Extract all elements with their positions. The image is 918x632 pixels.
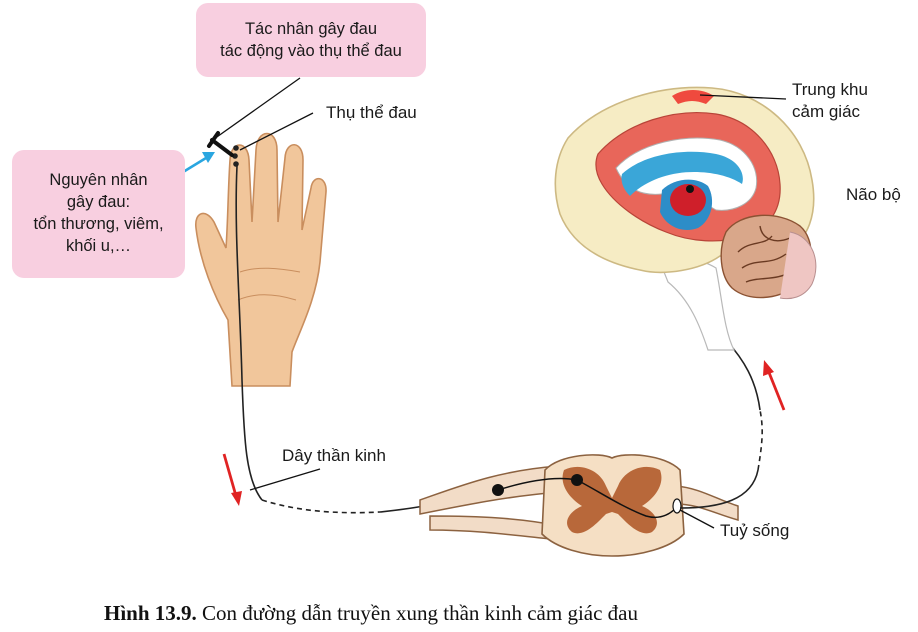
synapse-oval bbox=[672, 498, 682, 514]
descending-pain-arrow bbox=[222, 453, 242, 506]
ventricle bbox=[621, 151, 743, 196]
hand-illustration bbox=[195, 131, 327, 387]
palm-crease bbox=[237, 294, 297, 301]
pin-stimulus bbox=[210, 138, 234, 157]
ascending-nerve-line bbox=[679, 469, 759, 509]
receptor-label: Thụ thể đau bbox=[326, 103, 417, 122]
stimulus-leader-line bbox=[213, 77, 301, 140]
cause-box-line: Nguyên nhân bbox=[49, 171, 148, 189]
sensory-nerve-line bbox=[235, 165, 263, 501]
receptor-dot bbox=[233, 145, 239, 151]
brain-label: Não bộ bbox=[846, 185, 901, 204]
nerve-label: Dây thần kinh bbox=[282, 446, 386, 465]
ascending-pain-arrow bbox=[763, 360, 786, 411]
figure-number: Hình 13.9. bbox=[104, 601, 197, 625]
cause-box-line: khối u,… bbox=[65, 237, 132, 255]
spinal-cord-label: Tuỷ sống bbox=[720, 521, 790, 540]
cause-box-line: tổn thương, viêm, bbox=[33, 215, 164, 233]
spinal-cord-leader-line bbox=[679, 509, 715, 529]
pin-head bbox=[207, 131, 220, 148]
cause-box-line: gây đau: bbox=[66, 193, 131, 211]
right-root bbox=[675, 485, 739, 521]
receptor-dot bbox=[233, 161, 239, 167]
sensory-center-neuron bbox=[686, 185, 694, 193]
interneuron-path bbox=[497, 477, 677, 519]
sensory-center-cap bbox=[672, 90, 714, 104]
thalamus-core bbox=[670, 184, 706, 216]
ascending-nerve-dashed bbox=[757, 409, 763, 471]
dorsal-root bbox=[419, 465, 561, 515]
stimulus-box-line: tác động vào thụ thể đau bbox=[220, 42, 402, 60]
palm-crease bbox=[239, 267, 301, 273]
spinal-cord-illustration bbox=[419, 454, 739, 557]
figure-caption-text: Con đường dẫn truyền xung thần kinh cảm … bbox=[202, 601, 639, 625]
sensory-center-label: Trung khu cảm giác bbox=[792, 79, 868, 123]
cerebellum-outline bbox=[779, 231, 817, 300]
stimulus-box: Tác nhân gây đau tác động vào thụ thể đa… bbox=[196, 3, 426, 77]
cerebellum-folia bbox=[737, 225, 795, 283]
hand-shape bbox=[195, 132, 327, 387]
ventral-root bbox=[429, 515, 561, 541]
receptor-leader-line bbox=[239, 112, 314, 151]
stimulus-box-line: Tác nhân gây đau bbox=[244, 20, 378, 38]
figure-caption: Hình 13.9. Con đường dẫn truyền xung thầ… bbox=[104, 600, 638, 626]
sensory-center-label-line: cảm giác bbox=[792, 102, 861, 121]
nerve-leader-line bbox=[249, 468, 321, 491]
cause-box: Nguyên nhân gây đau: tổn thương, viêm, k… bbox=[12, 150, 185, 278]
center-leader-line bbox=[699, 94, 787, 100]
brain-illustration bbox=[554, 86, 817, 351]
sensory-center-label-line: Trung khu bbox=[792, 80, 868, 99]
sensory-nerve-dashed bbox=[261, 499, 381, 514]
